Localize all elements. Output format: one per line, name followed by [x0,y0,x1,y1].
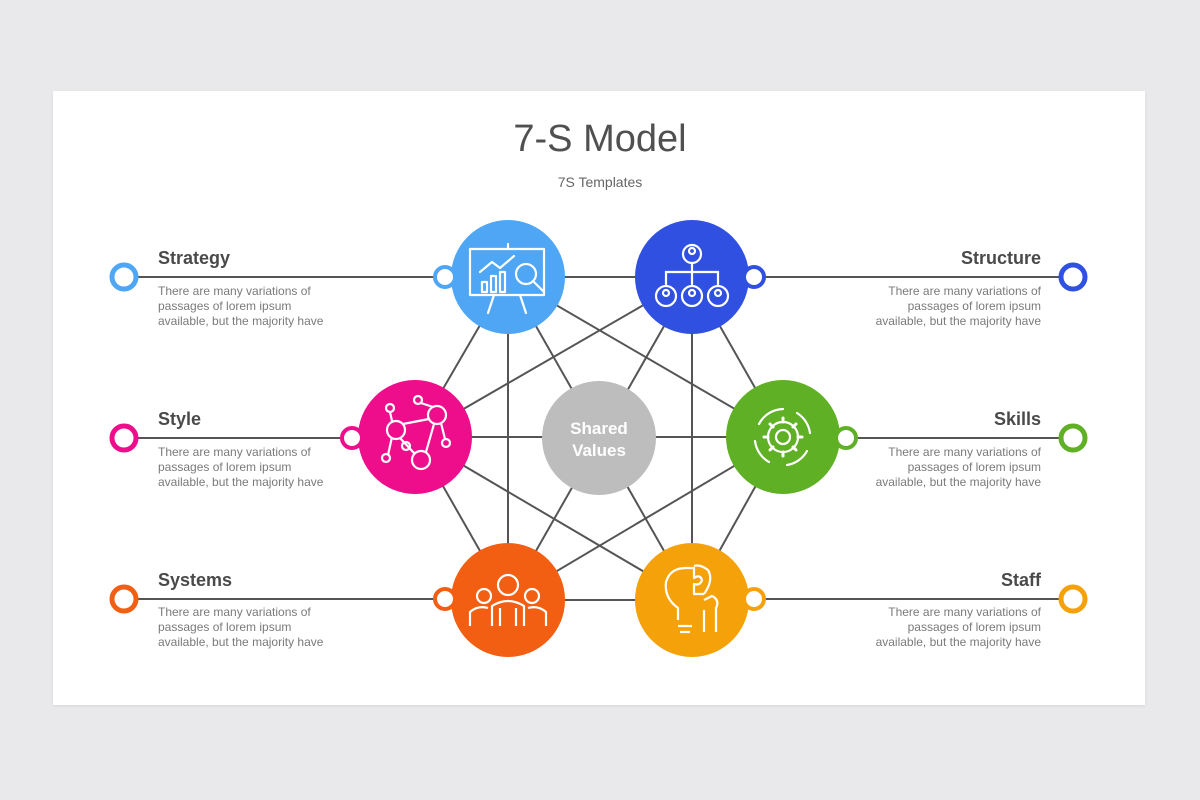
end-dots [109,262,1088,614]
node-connector-dots [340,265,858,611]
leader-lines [124,276,1073,600]
shared-values-node: Shared Values [542,381,656,495]
systems-desc-line: available, but the majority have [158,635,324,649]
staff-title: Staff [1001,570,1041,590]
systems-node [451,543,565,657]
strategy-description: There are many variations of passages of… [158,284,333,329]
staff-desc-line: There are many variations of [888,605,1041,619]
staff-desc-line: available, but the majority have [875,635,1041,649]
idea-puzzle-icon [664,564,719,634]
gear-cycle-icon [753,407,812,467]
strategy-title: Strategy [158,248,231,268]
structure-desc-line: There are many variations of [888,284,1041,298]
strategy-desc-line: There are many variations of [158,284,311,298]
team-icon [468,573,548,626]
skills-desc-line: available, but the majority have [875,475,1041,489]
page-subtitle: 7S Templates [557,174,643,190]
structure-node [635,220,749,334]
systems-title: Systems [158,570,233,590]
strategy-desc-line: passages of lorem ipsum [158,299,292,313]
org-chart-icon [654,243,730,308]
style-title: Style [158,409,202,429]
network-people-icon [380,394,452,471]
strategy-desc-line: available, but the majority have [158,314,324,328]
presentation-analytics-icon [468,242,546,315]
style-node [358,380,472,494]
structure-title: Structure [960,248,1041,268]
skills-desc-line: passages of lorem ipsum [907,460,1041,474]
skills-title: Skills [993,409,1041,429]
page-title: 7-S Model [513,118,687,160]
staff-desc-line: passages of lorem ipsum [907,620,1041,634]
style-desc-line: available, but the majority have [158,475,324,489]
staff-description: There are many variations of passages of… [866,605,1041,650]
style-desc-line: passages of lorem ipsum [158,460,292,474]
style-description: There are many variations of passages of… [158,445,333,490]
style-desc-line: There are many variations of [158,445,311,459]
skills-desc-line: There are many variations of [888,445,1041,459]
shared-values-line1: Shared [570,419,628,438]
strategy-node [451,220,565,334]
staff-node [635,543,749,657]
systems-desc-line: passages of lorem ipsum [158,620,292,634]
systems-description: There are many variations of passages of… [158,605,333,650]
structure-desc-line: available, but the majority have [875,314,1041,328]
skills-node [726,380,840,494]
systems-desc-line: There are many variations of [158,605,311,619]
shared-values-line2: Values [572,441,626,460]
structure-description: There are many variations of passages of… [866,284,1041,329]
structure-desc-line: passages of lorem ipsum [907,299,1041,313]
skills-description: There are many variations of passages of… [866,445,1041,490]
